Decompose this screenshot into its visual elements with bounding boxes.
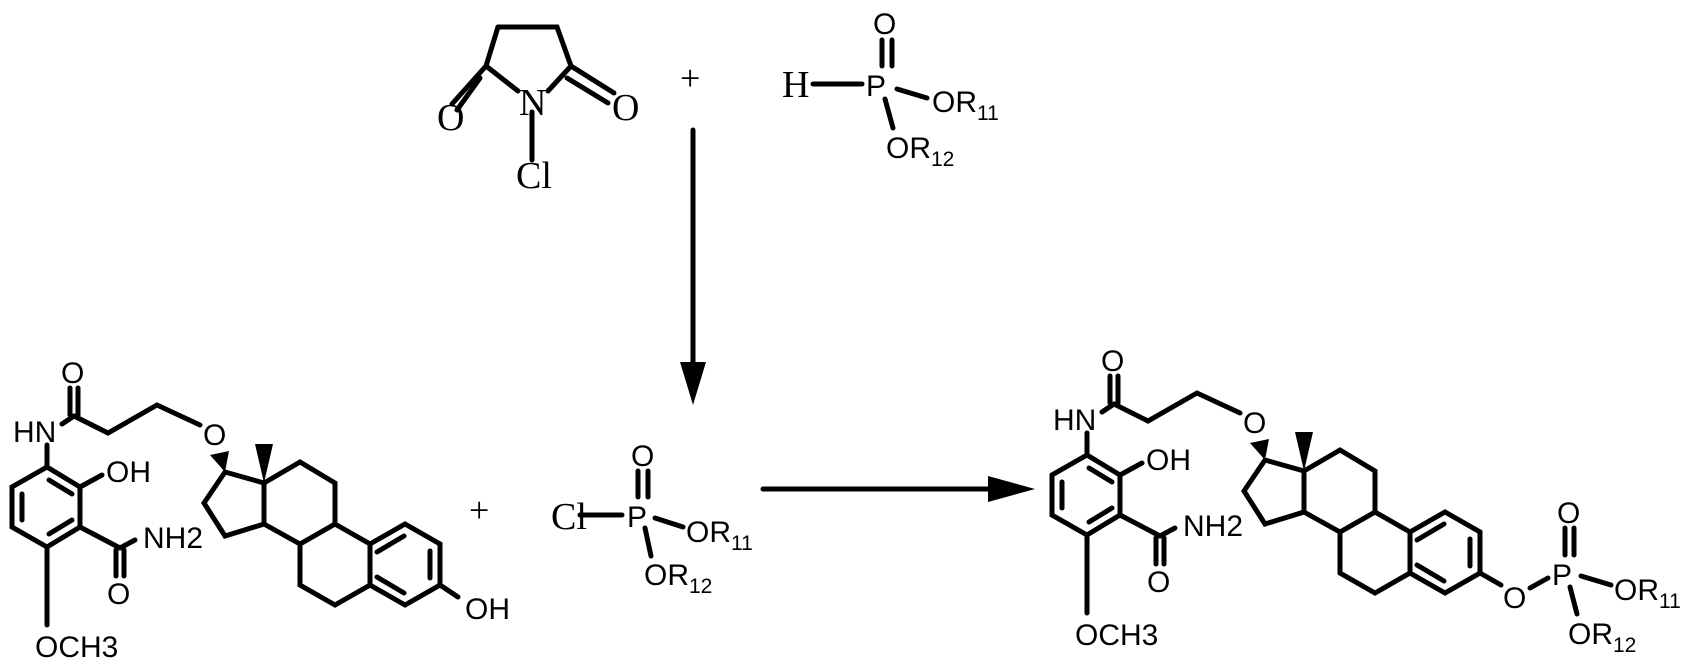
atom-o: O xyxy=(631,440,654,473)
atom-o: O xyxy=(1101,345,1124,378)
atom-o: O xyxy=(107,578,130,611)
atom-hn: HN xyxy=(1053,404,1096,437)
group-och3: OCH3 xyxy=(1075,619,1158,652)
dialkyl-phosphite: H P O OR11 OR12 xyxy=(782,8,999,171)
atom-o-ether: O xyxy=(1243,407,1266,440)
atom-o: O xyxy=(1147,566,1170,599)
atom-h: H xyxy=(782,64,809,106)
n-chlorosuccinimide: O O N Cl xyxy=(437,24,639,197)
atom-hn: HN xyxy=(13,416,56,449)
plus-sign: + xyxy=(469,490,489,530)
estradiol-benzamide-reactant: HN O O OH NH2 O OCH3 OH xyxy=(9,357,510,664)
atom-nh2: NH2 xyxy=(143,522,203,555)
atom-nh2: NH2 xyxy=(1183,510,1243,543)
estradiol-phosphate-product: HN O O OH NH2 O OCH3 O P O OR11 OR12 xyxy=(1049,345,1681,657)
atom-o: O xyxy=(61,357,84,390)
atom-p: P xyxy=(627,501,647,534)
group-or12: OR12 xyxy=(1568,618,1636,657)
atom-o-link: O xyxy=(1503,582,1526,615)
atom-o: O xyxy=(1557,497,1580,530)
atom-o: O xyxy=(612,87,639,129)
atom-o-ether: O xyxy=(203,419,226,452)
group-or11: OR11 xyxy=(932,86,999,125)
atom-n: N xyxy=(519,82,546,124)
atom-p: P xyxy=(1552,559,1572,592)
group-och3: OCH3 xyxy=(35,631,118,664)
atom-p: P xyxy=(866,70,886,103)
group-or11: OR11 xyxy=(686,516,753,555)
plus-sign: + xyxy=(680,58,700,98)
group-or11: OR11 xyxy=(1614,574,1681,613)
group-or12: OR12 xyxy=(644,559,712,598)
arrow-down xyxy=(680,127,706,405)
atom-oh: OH xyxy=(1146,444,1191,477)
atom-cl: Cl xyxy=(516,155,552,197)
atom-phenol-oh: OH xyxy=(465,593,510,626)
atom-o: O xyxy=(437,97,464,139)
group-or12: OR12 xyxy=(886,132,954,171)
dialkyl-chlorophosphate: Cl P O OR11 OR12 xyxy=(551,440,753,598)
arrow-right xyxy=(760,476,1035,502)
atom-o: O xyxy=(873,8,896,41)
atom-oh: OH xyxy=(106,456,151,489)
